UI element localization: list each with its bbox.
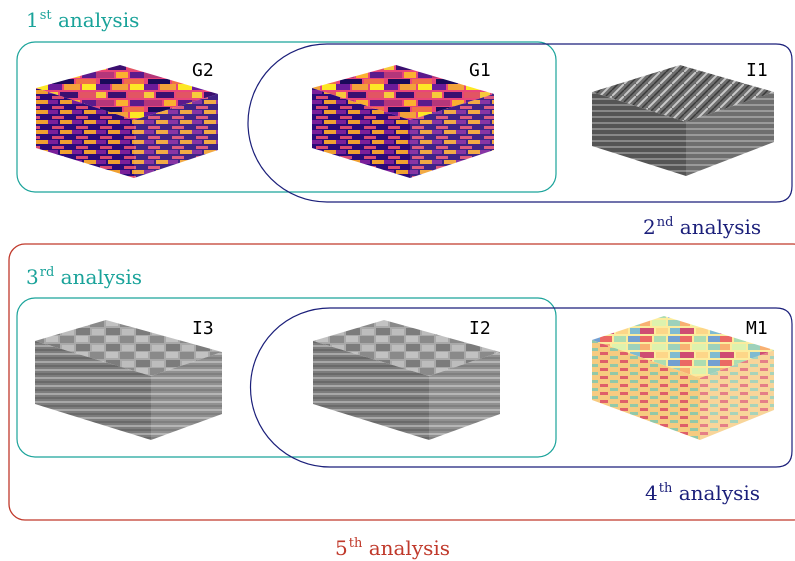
analysis-4-label: 4th analysis [645,481,761,505]
analysis-2-box [247,43,793,203]
volume-g2-render [36,65,218,178]
analysis-4-box [249,307,793,468]
analysis-5-box [8,243,795,521]
volume-label-g1: G1 [469,60,491,81]
volume-m1-render [592,316,774,440]
volume-label-i3: I3 [192,318,214,339]
volume-g1-render [312,65,494,178]
analysis-5-label: 5th analysis [335,536,451,560]
volume-label-g2: G2 [192,60,214,81]
analysis-1-box [16,41,557,193]
volume-label-i2: I2 [469,318,491,339]
analysis-3-box [16,297,557,458]
volume-label-m1: M1 [746,318,768,339]
volume-i3-render [35,320,222,440]
analysis-2-label: 2nd analysis [643,215,762,239]
analysis-1-label: 1st analysis [26,8,140,32]
analysis-3-label: 3rd analysis [26,265,142,289]
volume-label-i1: I1 [746,60,768,81]
volume-i2-render [313,320,500,440]
volume-i1-render [592,65,774,176]
